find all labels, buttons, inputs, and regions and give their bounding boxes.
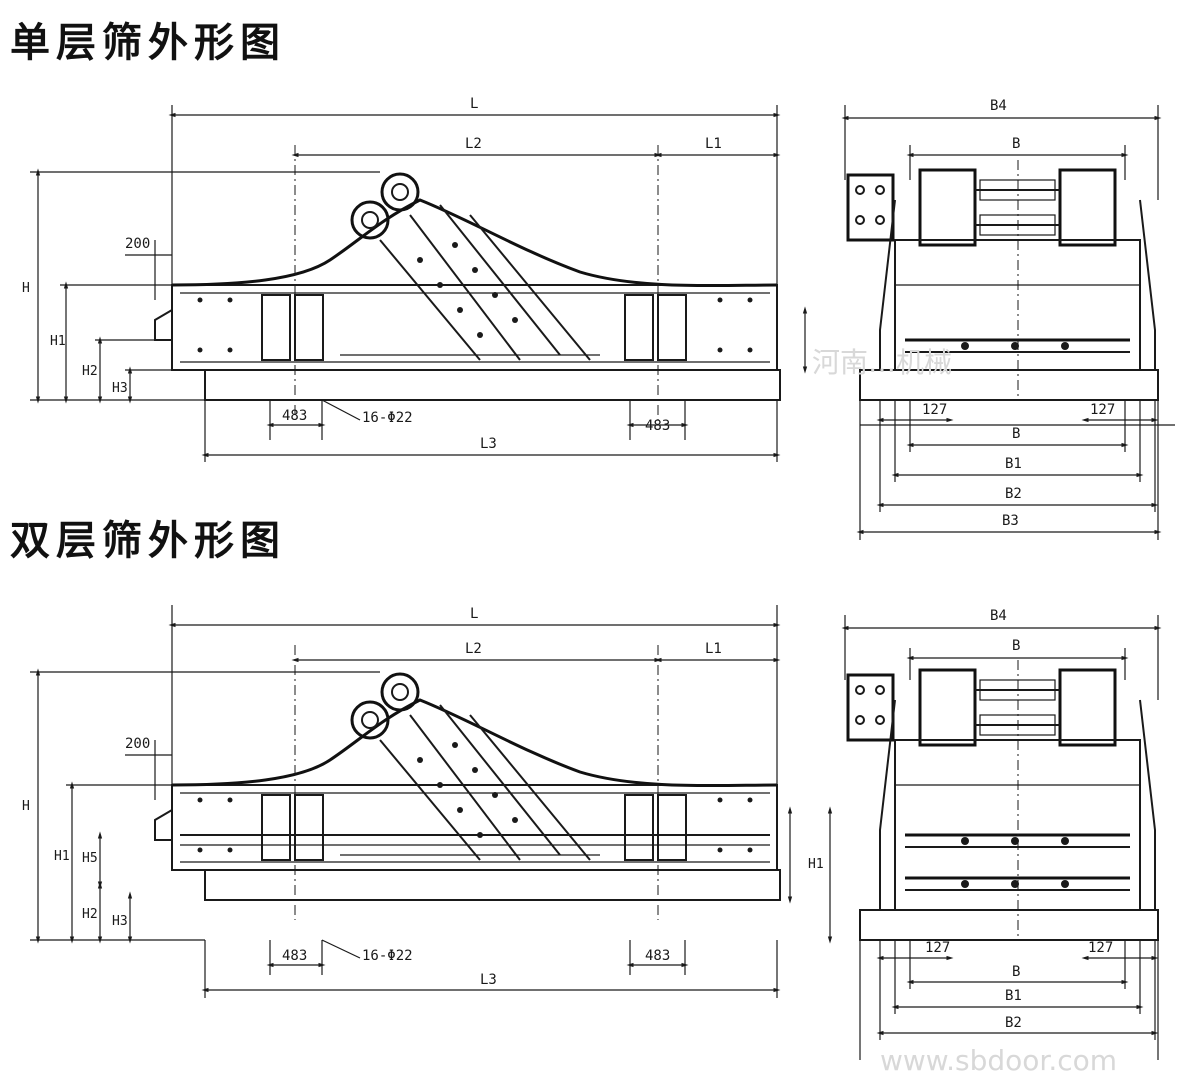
dim-L: L xyxy=(470,96,478,112)
end-dim-B-double: B xyxy=(1012,964,1020,980)
end-dim-127-left-double: 127 xyxy=(925,940,950,956)
dim-483-left: 483 xyxy=(282,408,307,424)
watermark-top: 河南…机械 xyxy=(812,346,952,379)
dim-L1-double: L1 xyxy=(705,641,722,657)
end-dim-127-left: 127 xyxy=(922,402,947,418)
dim-H3: H3 xyxy=(112,381,128,396)
dim-L2-double: L2 xyxy=(465,641,482,657)
end-dim-B1: B1 xyxy=(1005,456,1022,472)
end-dim-B4: B4 xyxy=(990,98,1007,114)
dim-H1-right: H1 xyxy=(808,857,824,872)
dim-483-right: 483 xyxy=(645,418,670,434)
dim-H-double: H xyxy=(22,799,30,814)
end-dim-B4-double: B4 xyxy=(990,608,1007,624)
end-dim-B-top-double: B xyxy=(1012,638,1020,654)
single-end-view: B4 B 127 127 xyxy=(841,98,1175,540)
dim-L3: L3 xyxy=(480,436,497,452)
dim-200-double: 200 xyxy=(125,736,150,752)
dim-H3-double: H3 xyxy=(112,914,128,929)
dim-L1: L1 xyxy=(705,136,722,152)
watermark-bottom: www.sbdoor.com xyxy=(880,1044,1117,1077)
dim-L2: L2 xyxy=(465,136,482,152)
dim-200: 200 xyxy=(125,236,150,252)
dim-H: H xyxy=(22,281,30,296)
end-dim-B2-double: B2 xyxy=(1005,1015,1022,1031)
dim-483-left-double: 483 xyxy=(282,948,307,964)
double-end-view: B4 B 127 127 B B1 xyxy=(841,608,1162,1060)
dim-holes-double: 16-Φ22 xyxy=(362,948,413,964)
double-deck-title: 双层筛外形图 xyxy=(10,518,286,564)
end-dim-B-top: B xyxy=(1012,136,1020,152)
dim-H5: H5 xyxy=(82,851,98,866)
end-dim-B3: B3 xyxy=(1002,513,1019,529)
single-side-view: L L2 L1 200 H H1 H2 H3 483 483 xyxy=(22,96,808,462)
single-deck-title: 单层筛外形图 xyxy=(10,20,286,66)
dim-L-double: L xyxy=(470,606,478,622)
end-dim-B: B xyxy=(1012,426,1020,442)
dim-H1-double: H1 xyxy=(54,849,70,864)
double-side-view: L L2 L1 200 H H1 H5 H2 H3 H1 483 483 1 xyxy=(22,605,833,998)
dim-L3-double: L3 xyxy=(480,972,497,988)
end-dim-127-right-double: 127 xyxy=(1088,940,1113,956)
end-dim-B2: B2 xyxy=(1005,486,1022,502)
dim-H2-double: H2 xyxy=(82,907,98,922)
dim-H1: H1 xyxy=(50,334,66,349)
end-dim-B1-double: B1 xyxy=(1005,988,1022,1004)
end-dim-127-right: 127 xyxy=(1090,402,1115,418)
dim-H2: H2 xyxy=(82,364,98,379)
dim-483-right-double: 483 xyxy=(645,948,670,964)
dim-holes: 16-Φ22 xyxy=(362,410,413,426)
